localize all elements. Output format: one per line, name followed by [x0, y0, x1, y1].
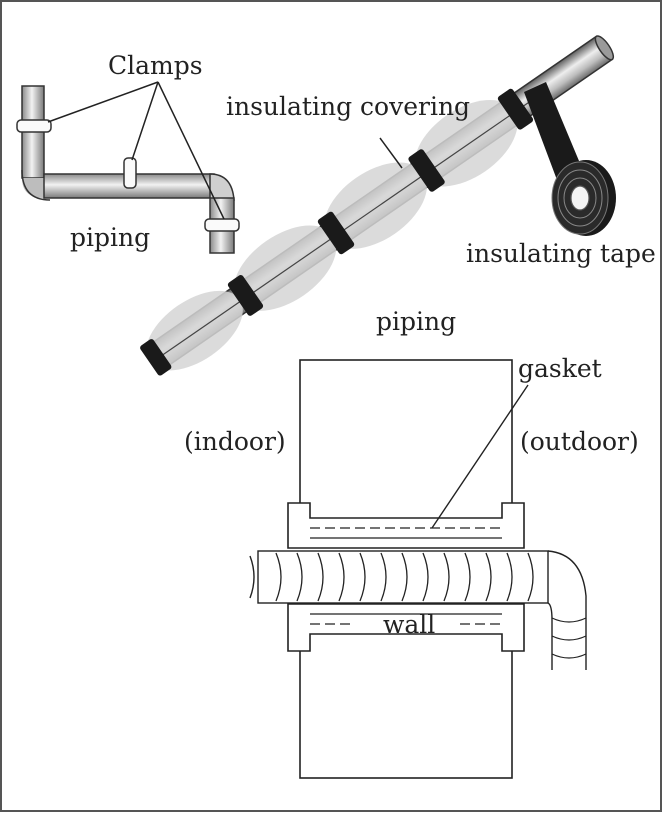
bend-rib	[551, 635, 587, 641]
pipe-rib	[443, 552, 450, 602]
insulated-pipe-assembly	[140, 35, 616, 376]
small-piping-label: piping	[70, 223, 150, 252]
sleeve-upper	[287, 502, 525, 549]
wall-label: wall	[383, 610, 435, 639]
clamp-2	[123, 157, 137, 189]
covering-segment-2	[233, 225, 337, 311]
bend-rib	[551, 653, 587, 659]
clamp-1	[16, 119, 52, 133]
insulated-pipe-through-wall	[249, 550, 587, 670]
pipe-rib	[380, 552, 387, 602]
pipe-rib	[317, 552, 324, 602]
pipe-rib	[527, 552, 534, 602]
covering-segment-1	[146, 290, 243, 371]
outdoor-label: (outdoor)	[520, 427, 639, 456]
pipe-rib	[296, 552, 303, 602]
tape-band-4	[408, 149, 445, 192]
tape-band-3	[317, 211, 355, 255]
clamps-label: Clamps	[108, 51, 203, 80]
wall-penetration-assembly	[249, 359, 587, 779]
indoor-label: (indoor)	[184, 427, 286, 456]
main-piping-label: piping	[376, 307, 456, 336]
tape-band-1	[140, 339, 172, 376]
clamp-3	[204, 218, 240, 232]
insulating-tape-label: insulating tape	[466, 239, 656, 268]
pipe-rib	[275, 552, 282, 602]
pipe-rib	[422, 552, 429, 602]
pipe-rib	[338, 552, 345, 602]
sleeve-lower	[287, 603, 525, 652]
pipe-rib	[506, 552, 513, 602]
pipe-rib	[485, 552, 492, 602]
tape-roll	[551, 160, 616, 236]
pipe-rib	[359, 552, 366, 602]
covering-segment-4	[414, 100, 518, 187]
gasket-label: gasket	[518, 354, 602, 383]
small-piping-assembly	[16, 81, 240, 254]
covering-segment-3	[324, 162, 428, 249]
insulating-covering-label: insulating covering	[226, 92, 470, 121]
tape-band-2	[227, 275, 264, 316]
bend-rib	[551, 617, 587, 623]
pipe-rib	[464, 552, 471, 602]
pipe-rib	[401, 552, 408, 602]
tape-band-5	[497, 88, 534, 130]
